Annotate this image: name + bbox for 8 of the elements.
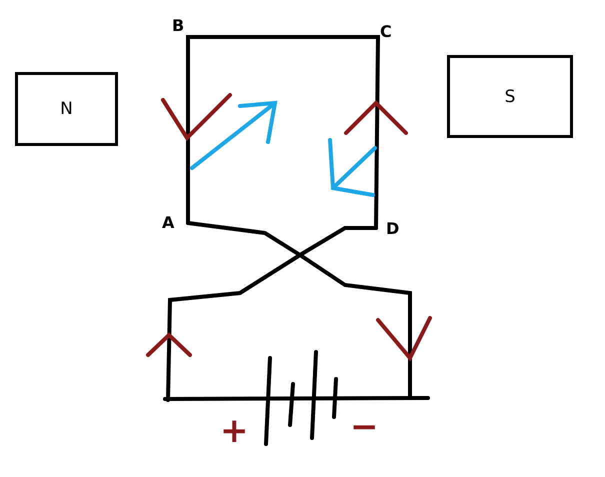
magnet-pole-box: S — [447, 55, 573, 138]
polarity-sign: − — [350, 410, 378, 444]
corner-label: A — [162, 215, 174, 231]
corner-label: C — [380, 24, 392, 40]
corner-label: B — [172, 18, 184, 34]
magnet-pole-box: N — [15, 72, 118, 146]
polarity-sign: + — [220, 414, 248, 448]
corner-label: D — [386, 221, 400, 237]
